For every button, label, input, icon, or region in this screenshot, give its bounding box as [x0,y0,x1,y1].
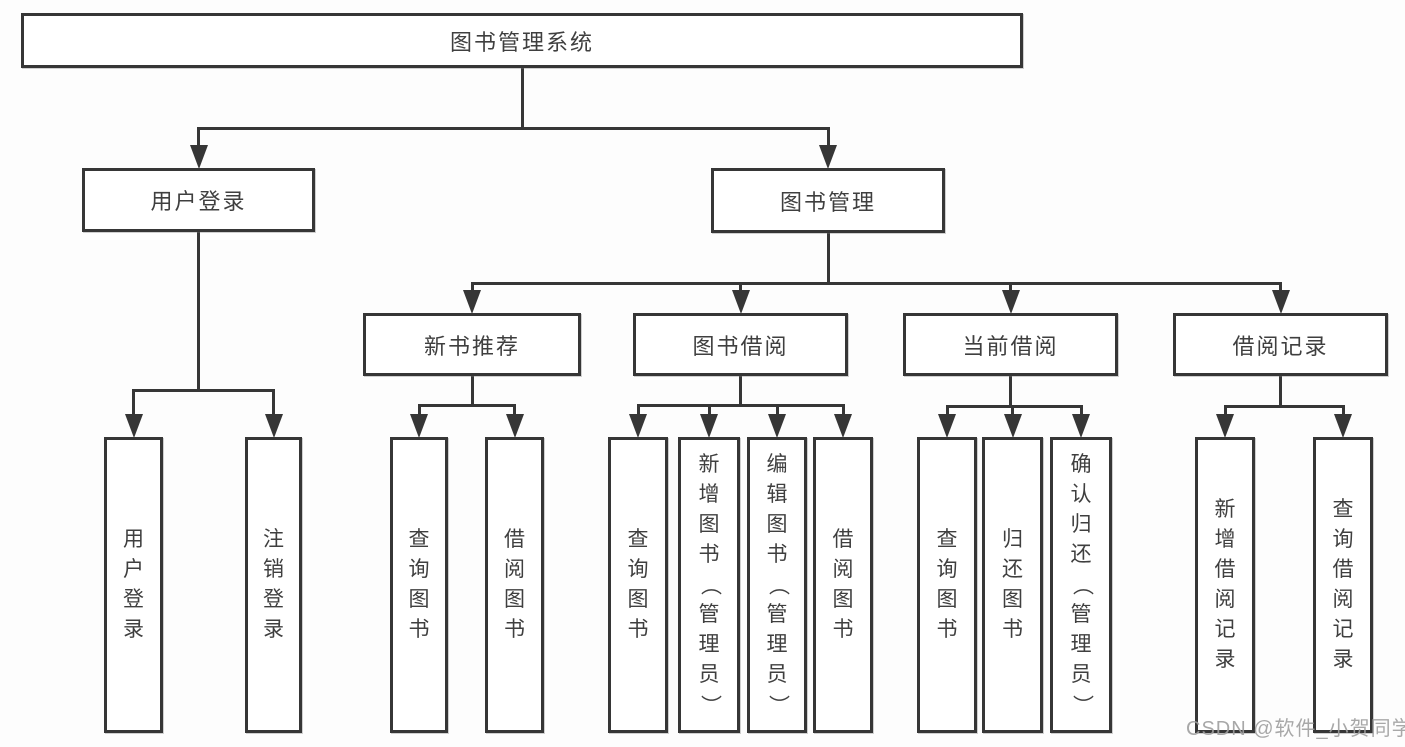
edge-drop-book-mgmt [826,128,830,150]
edge-rail-book-mgmt [470,281,1282,285]
edge-drop-leaf-add-record [1223,406,1227,419]
node-leaf-user-login: 用户登录 [104,437,163,733]
edge-drop-borrow-records [1279,283,1282,295]
node-root: 图书管理系统 [21,13,1023,68]
node-label-leaf-return-book: 归还图书 [1002,528,1023,641]
edge-stem-book-mgmt [826,231,830,285]
node-label-leaf-query-book-3: 查询图书 [936,528,958,641]
edge-drop-leaf-add-book [707,405,711,419]
arrowhead-leaf-confirm-return [1072,414,1090,438]
edge-drop-leaf-user-login [132,390,135,419]
node-label-leaf-user-login: 用户登录 [123,528,144,641]
edge-rail-current-borrow [945,404,1083,408]
edge-drop-leaf-query-record [1341,406,1345,419]
node-label-leaf-borrow-book-2: 借阅图书 [832,528,854,641]
edge-rail-user-login [132,388,275,392]
node-book-mgmt: 图书管理 [711,168,945,233]
edge-drop-leaf-query-book-3 [945,406,949,419]
edge-drop-leaf-borrow-book-2 [841,405,845,419]
node-new-book-rec: 新书推荐 [363,313,581,376]
arrowhead-leaf-return-book [1003,414,1022,438]
edge-stem-current-borrow [1009,374,1012,408]
edge-stem-book-borrow [739,374,742,407]
node-leaf-return-book: 归还图书 [982,437,1043,733]
arrowhead-leaf-query-book-3 [938,414,956,438]
arrowhead-leaf-add-book [700,414,718,438]
node-leaf-edit-book: 编辑图书（管理员） [747,437,807,733]
arrowhead-book-mgmt [819,145,837,169]
node-leaf-add-record: 新增借阅记录 [1195,437,1255,733]
edge-drop-leaf-confirm-return [1079,406,1083,419]
node-leaf-query-book-2: 查询图书 [608,437,668,733]
edge-drop-current-borrow [1009,283,1012,295]
node-label-leaf-query-book-2: 查询图书 [627,528,649,641]
edge-drop-leaf-edit-book [775,405,779,419]
node-leaf-logout: 注销登录 [245,437,302,733]
arrowhead-leaf-query-book-2 [629,414,647,438]
node-leaf-query-record: 查询借阅记录 [1313,437,1373,733]
arrowhead-borrow-records [1271,290,1290,314]
arrowhead-new-book-rec [463,290,481,314]
node-leaf-confirm-return: 确认归还（管理员） [1050,437,1112,733]
arrowhead-leaf-borrow-book-2 [834,414,852,438]
edge-drop-book-borrow [739,283,742,295]
edge-stem-new-book-rec [470,374,474,407]
arrowhead-leaf-query-record [1334,414,1352,438]
node-current-borrow: 当前借阅 [903,313,1118,376]
node-user-login: 用户登录 [82,168,315,232]
edge-stem-user-login [197,230,200,392]
edge-drop-leaf-query-book-1 [417,405,421,419]
edge-stem-borrow-records [1279,374,1282,408]
arrowhead-leaf-add-record [1216,414,1234,438]
node-label-leaf-query-book-1: 查询图书 [408,528,430,641]
edge-drop-leaf-borrow-book-1 [513,405,516,419]
edge-rail-new-book-rec [417,403,516,407]
node-label-leaf-logout: 注销登录 [263,528,284,641]
watermark: CSDN @软件_小贺同学 [1186,718,1405,740]
arrowhead-user-login [189,145,208,169]
arrowhead-leaf-logout [264,414,283,438]
edge-drop-user-login [197,128,200,150]
arrowhead-leaf-edit-book [768,414,786,438]
node-leaf-borrow-book-2: 借阅图书 [813,437,873,733]
node-leaf-query-book-3: 查询图书 [917,437,977,733]
edge-rail-book-borrow [636,403,845,407]
node-leaf-borrow-book-1: 借阅图书 [485,437,544,733]
node-label-leaf-add-book: 新增图书（管理员） [698,453,721,716]
edge-drop-leaf-query-book-2 [636,405,640,419]
edge-drop-leaf-return-book [1011,406,1014,419]
node-label-leaf-query-record: 查询借阅记录 [1332,498,1354,671]
arrowhead-leaf-user-login [124,414,143,438]
arrowhead-current-borrow [1001,290,1020,314]
edge-rail-borrow-records [1223,404,1345,408]
arrowhead-book-borrow [731,290,750,314]
node-leaf-query-book-1: 查询图书 [390,437,448,733]
node-label-leaf-edit-book: 编辑图书（管理员） [766,453,789,716]
edge-drop-leaf-logout [272,390,275,419]
edge-rail-root [197,126,830,130]
arrowhead-leaf-query-book-1 [410,414,428,438]
edge-stem-root [520,66,524,130]
node-label-leaf-borrow-book-1: 借阅图书 [504,528,525,641]
node-book-borrow: 图书借阅 [633,313,848,376]
node-label-leaf-add-record: 新增借阅记录 [1214,498,1236,671]
node-label-leaf-confirm-return: 确认归还（管理员） [1070,453,1093,716]
node-borrow-records: 借阅记录 [1173,313,1388,376]
edge-drop-new-book-rec [470,283,474,295]
node-leaf-add-book: 新增图书（管理员） [678,437,740,733]
arrowhead-leaf-borrow-book-1 [505,414,524,438]
